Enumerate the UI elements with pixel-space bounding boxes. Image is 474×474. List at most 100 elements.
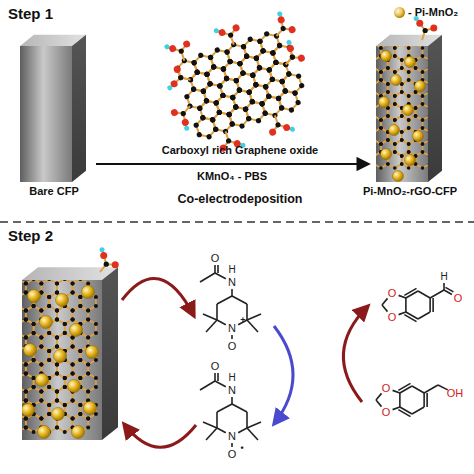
atom <box>393 94 397 98</box>
atom <box>24 318 28 322</box>
legend-swatch <box>394 7 405 18</box>
atom <box>250 72 257 79</box>
atom <box>78 295 82 299</box>
atom-label: N <box>228 322 236 334</box>
atom <box>86 363 90 367</box>
atom <box>379 126 383 130</box>
atom <box>190 86 197 93</box>
atom <box>94 358 98 362</box>
molecule <box>200 373 261 447</box>
atom <box>78 349 82 353</box>
electrode-drawing <box>374 32 446 182</box>
atom <box>233 77 240 84</box>
carboxyl-group <box>170 104 197 134</box>
atom <box>242 106 249 113</box>
atom <box>24 417 28 421</box>
atom <box>47 349 51 353</box>
atom <box>265 93 272 100</box>
bond <box>231 443 233 447</box>
atom <box>220 66 227 73</box>
atom <box>270 50 277 57</box>
atom <box>216 109 223 116</box>
atom <box>379 142 383 146</box>
atom <box>295 73 302 80</box>
atom <box>47 412 51 416</box>
atom <box>71 363 75 367</box>
atom <box>86 372 90 376</box>
bond <box>217 320 226 325</box>
atom <box>63 385 67 389</box>
atom <box>55 399 59 403</box>
atom <box>400 162 404 166</box>
atom <box>253 81 260 88</box>
atom <box>55 318 59 322</box>
atom <box>421 102 425 106</box>
atom <box>266 67 273 74</box>
atom <box>71 309 75 313</box>
atom <box>55 345 59 349</box>
atom <box>39 336 43 340</box>
atom <box>280 25 287 32</box>
atom <box>47 295 51 299</box>
atom <box>421 126 425 130</box>
atom <box>86 390 90 394</box>
atom-label: O <box>228 448 237 460</box>
atom <box>275 95 282 102</box>
atom <box>71 399 75 403</box>
atom <box>220 92 227 99</box>
atom <box>47 412 51 416</box>
atom <box>386 90 390 94</box>
atom <box>393 102 397 106</box>
atom <box>245 115 252 122</box>
bond <box>217 296 232 304</box>
atom-label: O <box>388 311 397 323</box>
atom <box>47 403 51 407</box>
atom <box>400 154 404 158</box>
carboxyl-group <box>162 63 192 91</box>
atom <box>220 92 227 99</box>
atom <box>386 90 390 94</box>
atom <box>407 126 411 130</box>
bond <box>206 428 217 440</box>
atom <box>393 70 397 74</box>
atom <box>253 55 260 62</box>
atom <box>262 84 269 91</box>
bond <box>214 373 216 381</box>
atom <box>24 336 28 340</box>
atom <box>229 94 236 101</box>
atom <box>55 390 59 394</box>
atom <box>428 82 429 86</box>
atom <box>24 372 28 376</box>
molecules <box>200 265 453 447</box>
atom <box>178 48 185 55</box>
atom <box>78 403 82 407</box>
atom <box>206 133 213 140</box>
atom <box>78 403 82 407</box>
atom <box>279 78 286 85</box>
oxygen-atom <box>100 252 107 259</box>
bond <box>445 287 453 292</box>
atom <box>229 121 236 128</box>
atom <box>24 291 28 295</box>
atom <box>233 77 240 84</box>
atom <box>286 71 293 78</box>
atom <box>386 82 390 86</box>
atom <box>236 87 243 94</box>
atom <box>39 309 43 313</box>
atom <box>39 399 43 403</box>
atom <box>47 331 51 335</box>
atom <box>24 372 28 376</box>
mno2-particle <box>54 350 67 363</box>
bond <box>393 407 400 410</box>
atom <box>421 94 425 98</box>
atom <box>265 93 272 100</box>
mno2-particle <box>393 171 404 182</box>
atom <box>379 118 383 122</box>
atom <box>279 78 286 85</box>
oxidation-arrow <box>122 278 194 316</box>
atom <box>39 417 43 421</box>
atom <box>393 46 397 50</box>
bond <box>398 383 410 390</box>
atom <box>55 372 59 376</box>
